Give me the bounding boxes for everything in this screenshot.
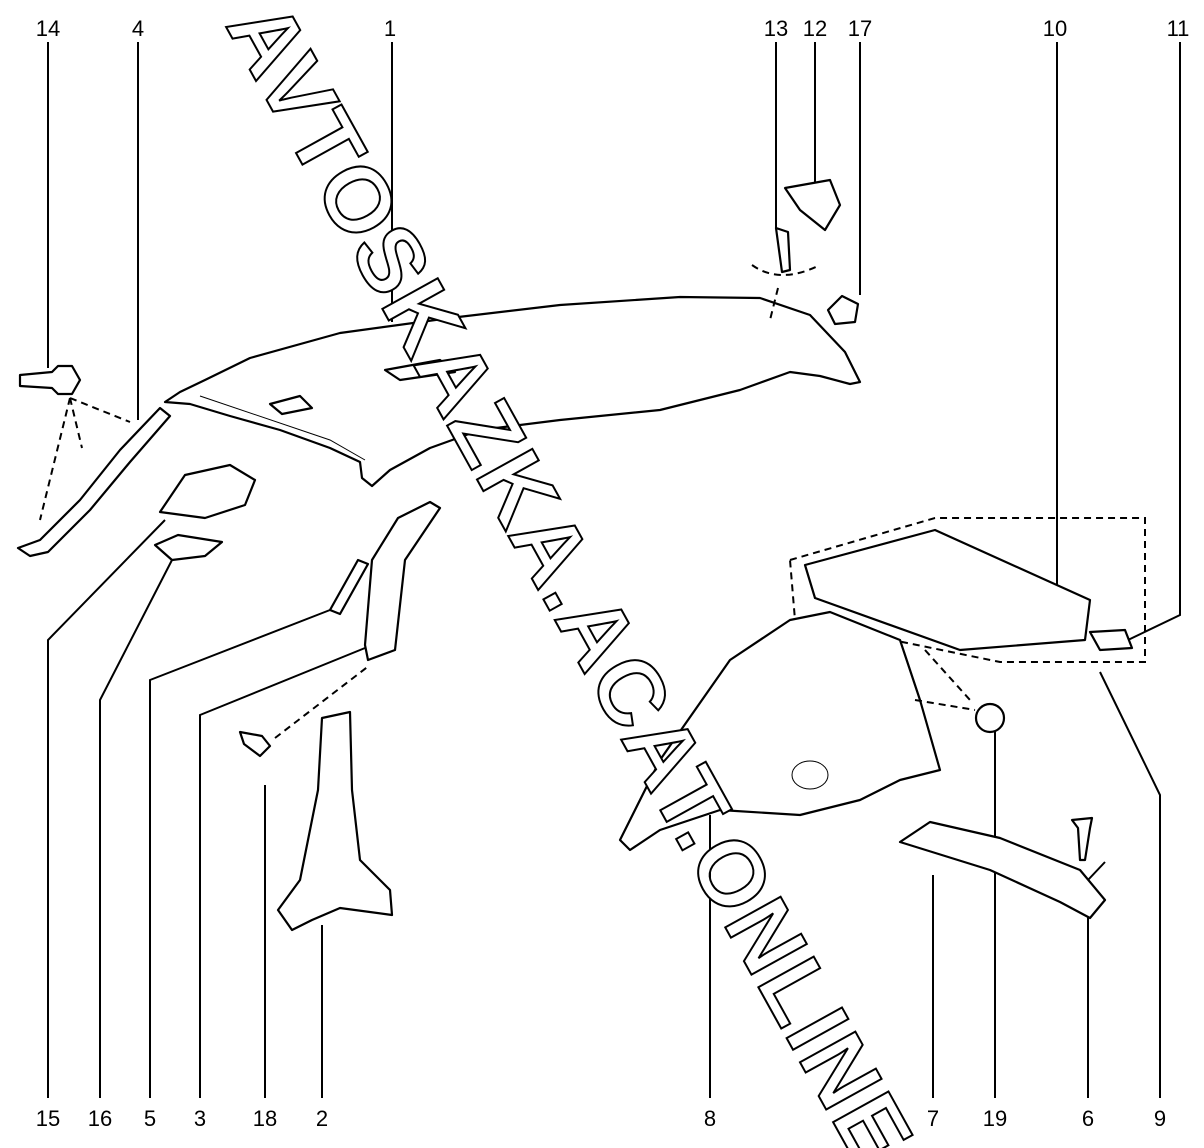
callout-8: 8: [704, 1106, 716, 1131]
callout-9: 9: [1154, 1106, 1166, 1131]
callout-16: 16: [88, 1106, 112, 1131]
a-pillar-trim-part: [16, 406, 172, 558]
upper-b-pillar-part: [363, 500, 442, 662]
headliner-part: [163, 295, 862, 488]
lower-b-pillar-part: [276, 710, 394, 932]
parcel-shelf-part: [803, 528, 1092, 652]
callout-5: 5: [144, 1106, 156, 1131]
callout-1: 1: [384, 16, 396, 41]
callout-3: 3: [194, 1106, 206, 1131]
callout-18: 18: [253, 1106, 277, 1131]
quarter-trim-part: [618, 610, 942, 852]
callout-17: 17: [848, 16, 872, 41]
callout-7: 7: [927, 1106, 939, 1131]
sill-trim-part: [898, 820, 1107, 920]
callout-13: 13: [764, 16, 788, 41]
callout-15: 15: [36, 1106, 60, 1131]
callout-14: 14: [36, 16, 60, 41]
callout-6: 6: [1082, 1106, 1094, 1131]
push-clip-part: [18, 364, 82, 396]
callout-10: 10: [1043, 16, 1067, 41]
callout-11: 11: [1167, 16, 1190, 41]
callout-4: 4: [132, 16, 144, 41]
callout-12: 12: [803, 16, 827, 41]
callout-19: 19: [983, 1106, 1007, 1131]
callout-2: 2: [316, 1106, 328, 1131]
